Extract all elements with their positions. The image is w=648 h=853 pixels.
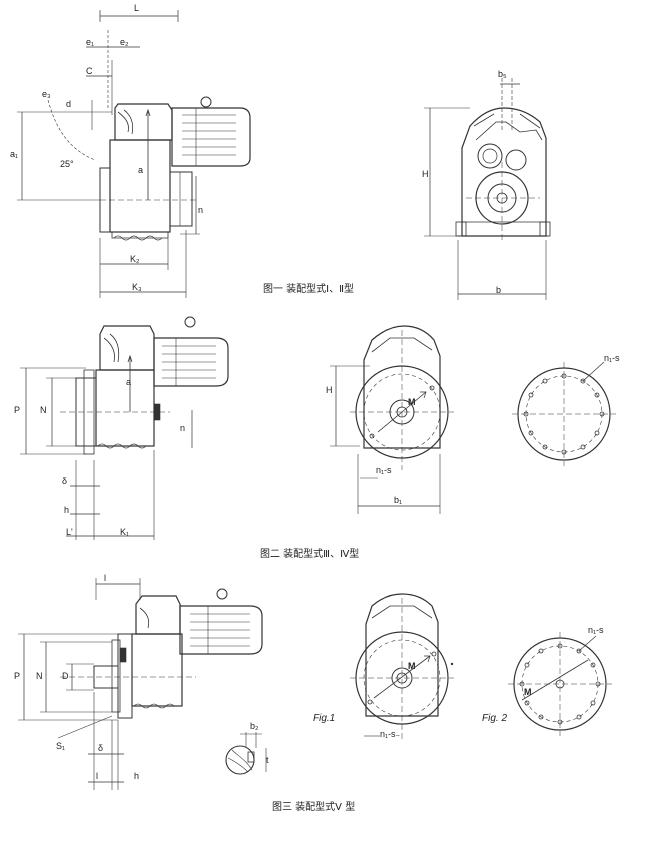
- dim-C: C: [86, 66, 93, 76]
- dim-delta-fig2: δ: [62, 476, 68, 486]
- dim-n1s-flange2: n₁-s: [604, 353, 620, 363]
- caption-fig1: 图一 装配型式Ⅰ、Ⅱ型: [263, 284, 355, 295]
- dim-M-fig3: M: [408, 661, 416, 671]
- dim-a1: a₁: [10, 149, 19, 159]
- dim-M-fig2: M: [408, 397, 416, 407]
- dim-L: L: [134, 3, 140, 13]
- dim-e2: e₂: [120, 37, 129, 47]
- dim-Lp: L': [66, 527, 73, 537]
- fig3-key-section: [225, 732, 267, 775]
- dim-P-fig2: P: [14, 405, 21, 415]
- dim-h-fig2: h: [64, 505, 70, 515]
- dim-n1s-flange3: n₁-s: [588, 625, 604, 635]
- dim-K3: K₃: [132, 282, 142, 292]
- dim-b: b: [496, 285, 502, 295]
- dim-angle: 25°: [60, 159, 74, 169]
- figure-tag-fig2: Fig. 2: [482, 713, 508, 724]
- fig3-front-view: [350, 593, 454, 740]
- fig2-flange-view: [512, 361, 616, 466]
- fig3-side-view: [18, 578, 263, 790]
- dim-e1: e₁: [86, 37, 95, 47]
- dim-n-fig1: n: [198, 205, 204, 215]
- dim-delta-fig3: δ: [98, 743, 104, 753]
- dim-N-fig2: N: [40, 405, 47, 415]
- dim-D: D: [62, 671, 69, 681]
- dim-b5: b₅: [498, 69, 507, 79]
- dim-n-fig2: n: [180, 423, 186, 433]
- dim-l-top: l: [104, 573, 106, 583]
- fig1-side-view: [17, 10, 251, 298]
- dim-a-fig1: a: [138, 165, 144, 175]
- dim-a-fig2: a: [126, 377, 132, 387]
- fig3-flange-view: [508, 632, 612, 736]
- dim-n1s-fig2: n₁-s: [376, 465, 392, 475]
- fig2-side-view: [20, 316, 229, 540]
- dim-P-fig3: P: [14, 671, 21, 681]
- dim-S1: S₁: [56, 741, 66, 751]
- dim-l-bottom: l: [96, 771, 98, 781]
- dim-n1s-fig3: n₁-s₋: [380, 729, 401, 739]
- caption-fig2: 图二 装配型式Ⅲ、Ⅳ型: [260, 549, 360, 560]
- dim-t: t: [266, 755, 269, 765]
- dim-K1: K₁: [120, 527, 130, 537]
- figure-tag-fig1: Fig.1: [313, 713, 336, 724]
- fig1-front-view: [424, 78, 551, 300]
- dim-b2: b₂: [250, 721, 259, 731]
- dim-N-fig3: N: [36, 671, 43, 681]
- caption-fig3: 图三 装配型式Ⅴ 型: [272, 802, 356, 813]
- dim-H-fig1: H: [422, 169, 429, 179]
- dim-d: d: [66, 99, 72, 109]
- dim-e3: e₃: [42, 89, 51, 99]
- dim-b1: b₁: [394, 495, 403, 505]
- dim-h-fig3: h: [134, 771, 140, 781]
- fig2-front-view: [330, 325, 454, 514]
- dim-M-flange3: M: [524, 687, 532, 697]
- dim-K2: K₂: [130, 254, 140, 264]
- dim-H-fig2: H: [326, 385, 333, 395]
